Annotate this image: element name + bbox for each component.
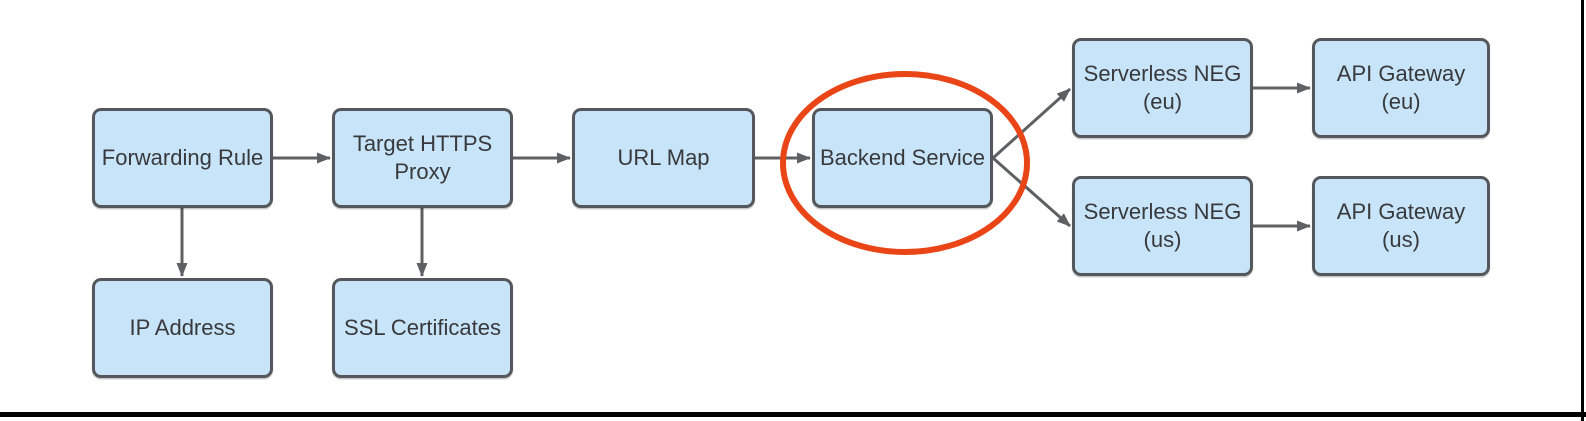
node-backend-service: Backend Service — [812, 108, 993, 208]
highlight-ellipse-backend-service — [780, 71, 1030, 255]
window-edge-bottom-line — [0, 412, 1586, 417]
node-label-line: (us) — [1143, 227, 1182, 252]
node-label-line: (eu) — [1142, 89, 1183, 114]
node-label-line: (eu) — [1381, 89, 1421, 114]
node-label-line: Serverless NEG — [1083, 61, 1242, 86]
node-api-gateway-us: API Gateway (us) — [1312, 176, 1490, 276]
connector-backend-service-to-serverless-neg-us — [992, 156, 1071, 228]
window-edge-right-line — [1581, 0, 1584, 421]
node-label-line: (us) — [1382, 227, 1420, 252]
node-label-line: API Gateway — [1336, 61, 1466, 86]
node-ip-address: IP Address — [92, 278, 273, 378]
node-label-line: URL Map — [617, 145, 710, 170]
node-serverless-neg-eu: Serverless NEG (eu) — [1072, 38, 1253, 138]
connector-backend-service-to-serverless-neg-eu — [991, 87, 1072, 160]
node-label-line: Target HTTPS — [352, 131, 493, 156]
node-ssl-certificates: SSL Certificates — [332, 278, 513, 378]
node-target-https-proxy: Target HTTPS Proxy — [332, 108, 513, 208]
node-label-line: Backend Service — [819, 145, 986, 170]
node-serverless-neg-us: Serverless NEG (us) — [1072, 176, 1253, 276]
node-url-map: URL Map — [572, 108, 755, 208]
node-forwarding-rule: Forwarding Rule — [92, 108, 273, 208]
node-api-gateway-eu: API Gateway (eu) — [1312, 38, 1490, 138]
node-label-line: API Gateway — [1336, 199, 1466, 224]
node-label-line: IP Address — [129, 315, 236, 340]
node-label-line: Proxy — [394, 159, 451, 184]
node-label-line: Serverless NEG — [1083, 199, 1242, 224]
node-label-line: Forwarding Rule — [101, 145, 264, 170]
node-label-line: SSL Certificates — [344, 315, 501, 340]
